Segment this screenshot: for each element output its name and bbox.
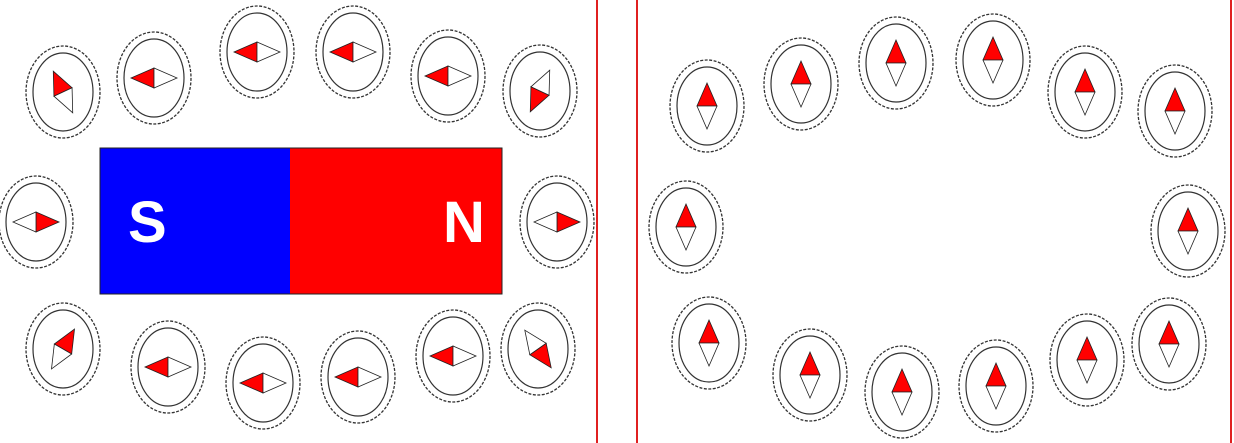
compass-top-5-compass (411, 30, 485, 122)
compass-top-3-compass (220, 6, 294, 98)
compass-top-4-compass (316, 6, 390, 98)
panel-with-magnet: S N (0, 6, 594, 429)
compass-right-compass (1151, 185, 1225, 277)
panel-without-magnet (649, 14, 1225, 438)
north-pole-label: N (443, 190, 485, 255)
compass-left-compass (649, 181, 723, 273)
compass-top-1-compass (670, 60, 744, 152)
compass-bottom-1-compass (672, 297, 746, 389)
compass-top-5-compass (1048, 46, 1122, 138)
compass-bottom-6-compass (501, 303, 575, 395)
compass-bottom-4-compass (321, 331, 395, 423)
compass-top-3-compass (859, 17, 933, 109)
compass-top-6-compass (503, 45, 577, 137)
compass-left-compass (0, 176, 73, 268)
compass-bottom-3-compass (226, 337, 300, 429)
compass-bottom-1-compass (26, 303, 100, 395)
compass-top-4-compass (956, 14, 1030, 106)
compass-bottom-2-compass (773, 329, 847, 421)
compass-bottom-4-compass (959, 340, 1033, 432)
compass-bottom-5-compass (416, 310, 490, 402)
compass-right-compass (520, 176, 594, 268)
compass-top-1-compass (26, 46, 100, 138)
compass-bottom-2-compass (131, 321, 205, 413)
compass-bottom-6-compass (1132, 298, 1206, 390)
compass-top-2-compass (764, 38, 838, 130)
compass-bottom-5-compass (1050, 314, 1124, 406)
compass-top-6-compass (1138, 65, 1212, 157)
bar-magnet: S N (100, 148, 502, 294)
compass-top-2-compass (117, 32, 191, 124)
compass-bottom-3-compass (865, 346, 939, 438)
south-pole-label: S (128, 190, 167, 255)
compass-ring-without-magnet (649, 14, 1225, 438)
